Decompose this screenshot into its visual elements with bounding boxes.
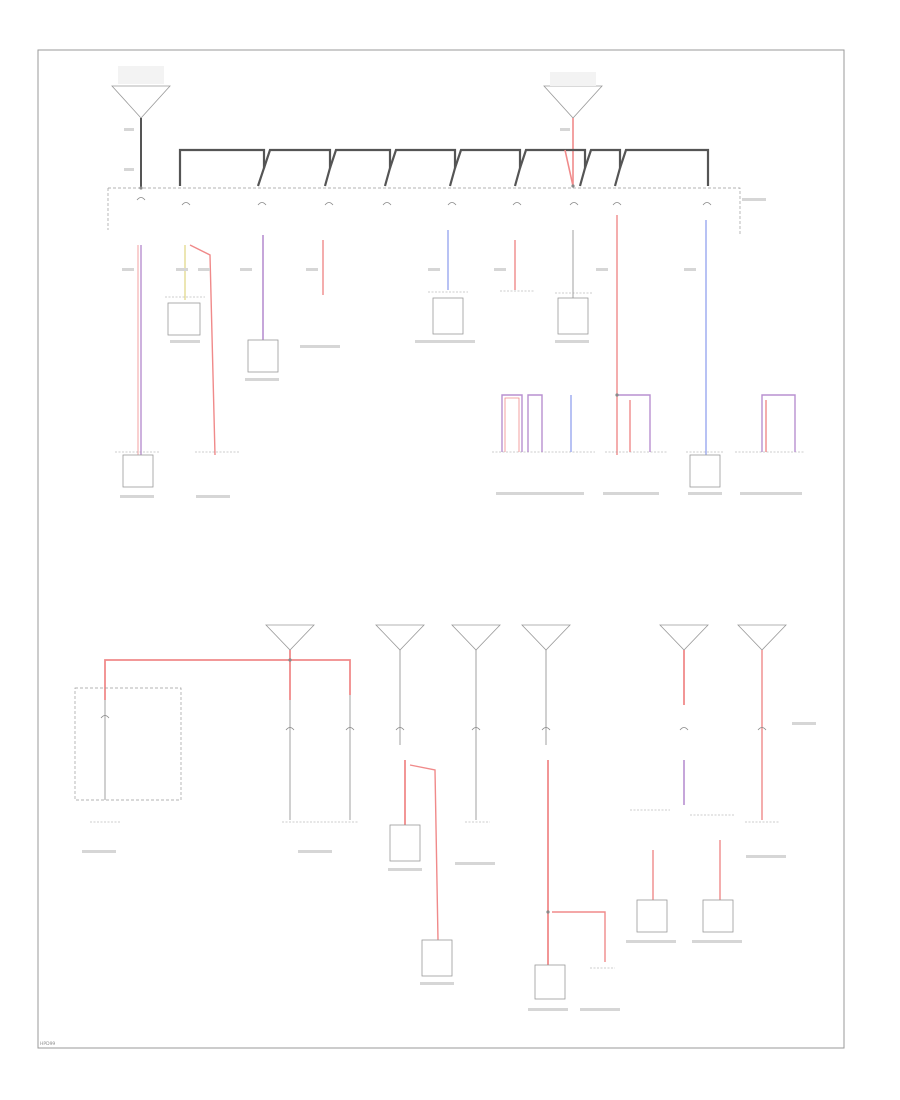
fuse-icon <box>447 202 457 206</box>
fuse-icon <box>512 202 522 206</box>
module-rect <box>557 297 589 335</box>
fuse-panel-outline <box>107 187 741 236</box>
splice-icon <box>546 910 550 914</box>
module-rect <box>702 899 734 933</box>
fuse-icon <box>285 727 295 731</box>
bus-bar <box>178 148 710 187</box>
bottom-red-bus <box>104 659 351 700</box>
fuse-icon <box>679 727 689 731</box>
power-source-triangle-right <box>543 72 603 119</box>
fuse-icon <box>181 202 191 206</box>
fuse-icon <box>382 202 392 206</box>
module-rect <box>534 964 566 1000</box>
fuse-icon <box>541 727 551 731</box>
module-rect <box>247 339 279 373</box>
splice-icon <box>571 184 575 188</box>
module-rect <box>167 302 201 336</box>
fuse-row-bottom <box>100 715 767 731</box>
fuse-icon <box>702 202 712 206</box>
branch-wires-bottom <box>104 650 763 965</box>
module-rect <box>421 939 453 977</box>
relay-box <box>74 687 182 801</box>
splice-icon <box>288 658 292 662</box>
component-modules-top <box>122 297 721 488</box>
instrument-cluster-wiring <box>501 394 796 452</box>
fuse-icon <box>569 202 579 206</box>
fuse-icon <box>324 202 334 206</box>
module-rect <box>636 899 668 933</box>
fuse-row-top <box>136 197 712 206</box>
module-rect <box>432 297 464 335</box>
fuse-icon <box>345 727 355 731</box>
module-rect <box>389 824 421 862</box>
splice-icon <box>139 186 143 190</box>
module-rect <box>689 454 721 488</box>
fuse-icon <box>612 202 622 206</box>
fuse-icon <box>471 727 481 731</box>
splice-icon <box>615 393 619 397</box>
illegible-label-marks <box>82 128 816 1011</box>
bus-bar-red-segment <box>564 149 574 187</box>
splice-icons <box>139 184 619 914</box>
connector-markers-top <box>115 290 805 453</box>
fuse-icon <box>395 727 405 731</box>
power-source-triangle-left <box>111 66 171 119</box>
branch-wires-top <box>137 215 707 456</box>
module-rect <box>122 454 154 488</box>
fuse-icon <box>757 727 767 731</box>
component-modules-bottom <box>389 824 734 1000</box>
fuse-icon <box>100 715 110 719</box>
power-source-triangles-bottom <box>265 624 787 651</box>
fuse-icon <box>136 197 146 201</box>
diagram-frame <box>37 49 845 1049</box>
fuse-icon <box>257 202 267 206</box>
connector-markers-bottom <box>90 809 780 969</box>
diagram-code: HPD99 <box>40 1041 55 1047</box>
